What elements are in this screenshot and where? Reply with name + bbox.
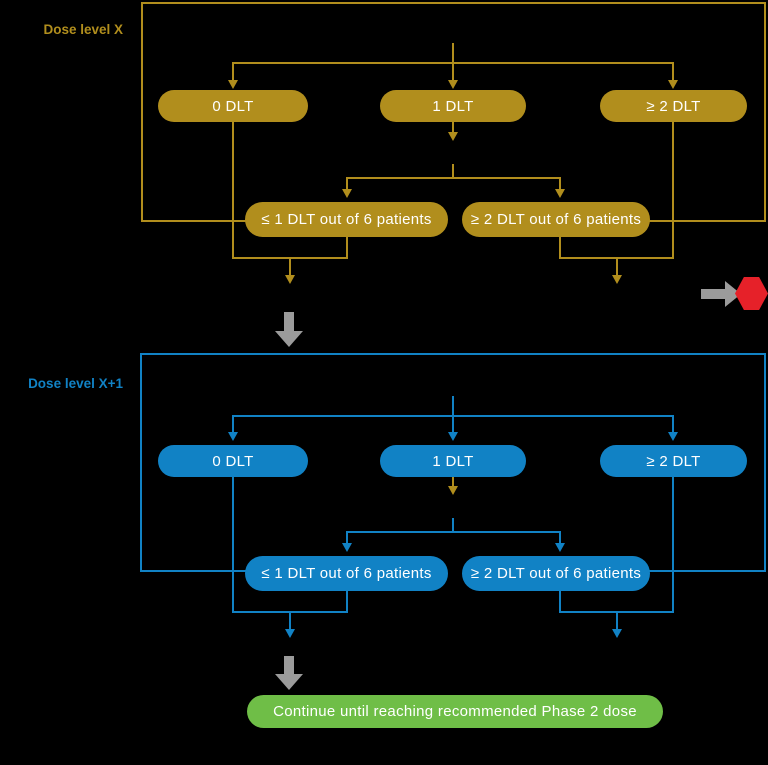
line-below-1dlt bbox=[452, 122, 454, 132]
merge-line-ge2dlt bbox=[672, 122, 674, 259]
continue-arrow-line bbox=[289, 613, 291, 629]
pill-le1-of-6: ≤ 1 DLT out of 6 patients bbox=[245, 202, 448, 237]
arrowhead-to-1dlt bbox=[448, 80, 458, 89]
escalate-arrowhead bbox=[285, 275, 295, 284]
pill-ge2-dlt: ≥ 2 DLT bbox=[600, 445, 747, 477]
to-outcome-arrow-shaft bbox=[284, 656, 294, 674]
escalate-arrow-line bbox=[289, 259, 291, 275]
box-right-border bbox=[764, 2, 766, 222]
stop-arrowhead bbox=[612, 275, 622, 284]
next-dose-arrow-icon bbox=[275, 331, 303, 347]
pill-ge2-of-6: ≥ 2 DLT out of 6 patients bbox=[462, 202, 650, 237]
merge-line-le1of6 bbox=[346, 591, 348, 613]
box-left-border bbox=[141, 2, 143, 222]
line-below-1dlt-gold bbox=[452, 477, 454, 486]
stop-gray-arrow-icon bbox=[725, 281, 741, 307]
pill-ge2-dlt: ≥ 2 DLT bbox=[600, 90, 747, 122]
merge-line-ge2of6 bbox=[559, 237, 561, 259]
merge-bar-left bbox=[232, 257, 348, 259]
box-top-border bbox=[141, 2, 766, 4]
pill-0-dlt: 0 DLT bbox=[158, 445, 308, 477]
merge-line-le1of6 bbox=[346, 237, 348, 259]
drop-line-ge2of6 bbox=[559, 178, 561, 189]
to-outcome-arrow-icon bbox=[275, 674, 303, 690]
box-right-border bbox=[764, 353, 766, 572]
arrowhead-to-0dlt bbox=[228, 432, 238, 441]
box-left-border bbox=[140, 353, 142, 572]
arrowhead-to-ge2of6 bbox=[555, 189, 565, 198]
pill-0-dlt: 0 DLT bbox=[158, 90, 308, 122]
arrowhead-to-le1of6 bbox=[342, 543, 352, 552]
entry-line bbox=[452, 43, 454, 80]
box-top-border bbox=[140, 353, 766, 355]
drop-line-le1of6 bbox=[346, 178, 348, 189]
branch-line-row2 bbox=[346, 177, 561, 179]
branch-line-row2 bbox=[346, 531, 561, 533]
entry-line bbox=[452, 396, 454, 432]
pill-1-dlt: 1 DLT bbox=[380, 445, 526, 477]
stop-arrow-line bbox=[616, 259, 618, 275]
merge-bar-right bbox=[559, 257, 674, 259]
merge-bar-right bbox=[559, 611, 674, 613]
left-border-connector bbox=[140, 570, 246, 572]
stop-arrow-line bbox=[616, 613, 618, 629]
drop-line-ge2dlt bbox=[672, 63, 674, 80]
pill-ge2-of-6: ≥ 2 DLT out of 6 patients bbox=[462, 556, 650, 591]
arrowhead-below-1dlt-gold bbox=[448, 486, 458, 495]
arrowhead-to-ge2dlt bbox=[668, 80, 678, 89]
arrowhead-to-le1of6 bbox=[342, 189, 352, 198]
dose-level-x1-label: Dose level X+1 bbox=[28, 376, 123, 391]
merge-bar-left bbox=[232, 611, 348, 613]
dash-below-1dlt bbox=[452, 164, 454, 178]
dose-level-x-label: Dose level X bbox=[43, 22, 123, 37]
arrowhead-to-ge2of6 bbox=[555, 543, 565, 552]
arrowhead-below-1dlt bbox=[448, 132, 458, 141]
dash-below-1dlt bbox=[452, 518, 454, 532]
pill-le1-of-6: ≤ 1 DLT out of 6 patients bbox=[245, 556, 448, 591]
pill-1-dlt: 1 DLT bbox=[380, 90, 526, 122]
continue-outcome-pill: Continue until reaching recommended Phas… bbox=[247, 695, 663, 728]
right-border-connector bbox=[649, 220, 766, 222]
arrowhead-to-0dlt bbox=[228, 80, 238, 89]
stop-gray-arrow-shaft bbox=[701, 289, 725, 299]
drop-line-ge2dlt bbox=[672, 416, 674, 432]
next-dose-arrow-shaft bbox=[284, 312, 294, 331]
drop-line-0dlt bbox=[232, 416, 234, 432]
left-border-connector bbox=[141, 220, 246, 222]
branch-line-row1 bbox=[232, 62, 674, 64]
drop-line-0dlt bbox=[232, 63, 234, 80]
merge-line-0dlt bbox=[232, 477, 234, 613]
merge-line-0dlt bbox=[232, 122, 234, 259]
drop-line-ge2of6 bbox=[559, 532, 561, 543]
drop-line-le1of6 bbox=[346, 532, 348, 543]
stop-arrowhead bbox=[612, 629, 622, 638]
merge-line-ge2dlt bbox=[672, 477, 674, 613]
arrowhead-to-1dlt bbox=[448, 432, 458, 441]
continue-arrowhead bbox=[285, 629, 295, 638]
merge-line-ge2of6 bbox=[559, 591, 561, 613]
branch-line-row1 bbox=[232, 415, 674, 417]
right-border-connector bbox=[649, 570, 766, 572]
arrowhead-to-ge2dlt bbox=[668, 432, 678, 441]
